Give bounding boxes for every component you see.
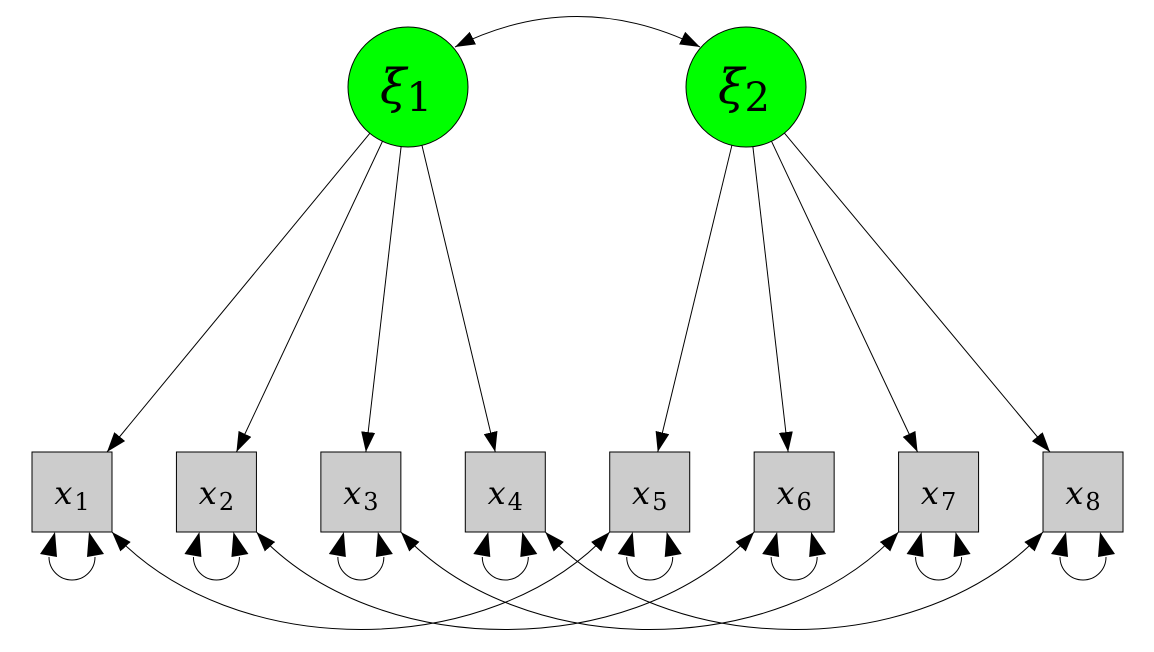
loop-arc <box>481 556 529 581</box>
loop-arc <box>770 556 818 581</box>
observed-subscript: 2 <box>219 488 234 516</box>
observed-box <box>31 451 113 533</box>
latent-symbol: ξ <box>718 59 747 115</box>
loading-arrow-xi2-x5 <box>655 145 733 453</box>
error-variance-loop-x8 <box>1051 532 1116 581</box>
loop-arc <box>192 556 240 581</box>
observed-symbol: x <box>776 474 794 512</box>
error-variance-loop-x1 <box>40 532 104 581</box>
observed-box <box>1042 451 1124 533</box>
error-covariance-arc-x4-x8 <box>544 531 1044 630</box>
loading-arrow-xi1-x3 <box>361 146 402 453</box>
loading-arrow-xi2-x8 <box>784 132 1051 453</box>
error-variance-loop-x2 <box>184 532 249 581</box>
observed-symbol: x <box>343 474 361 512</box>
loop-arrowhead-right <box>1098 532 1116 557</box>
loop-arrowhead-left <box>906 532 924 557</box>
observed-label: x1 <box>54 474 89 516</box>
loop-arrowhead-right <box>664 532 682 557</box>
observed-subscript: 3 <box>363 488 378 516</box>
error-variance-loop-x6 <box>762 532 827 581</box>
observed-symbol: x <box>632 474 650 512</box>
observed-box <box>753 451 835 533</box>
observed-node-x7: x7 <box>898 451 980 533</box>
observed-node-x3: x3 <box>320 451 402 533</box>
loop-arrowhead-right <box>87 532 104 557</box>
observed-label: x7 <box>921 474 956 516</box>
loading-arrow-xi1-x2 <box>235 141 383 453</box>
observed-box <box>898 451 980 533</box>
latent-circle <box>685 26 807 148</box>
loop-arrowhead-left <box>184 532 202 557</box>
loop-arc <box>626 556 674 581</box>
loop-arrowhead-right <box>231 532 249 557</box>
latent-label: ξ2 <box>718 59 770 121</box>
loading-arrow-xi2-x6 <box>752 146 793 453</box>
observed-subscript: 5 <box>652 488 667 516</box>
observed-subscript: 4 <box>508 488 523 516</box>
loop-arc <box>48 556 96 581</box>
observed-subscript: 1 <box>74 488 89 516</box>
observed-node-x1: x1 <box>31 451 113 533</box>
observed-label: x8 <box>1065 474 1100 516</box>
error-covariance-arc-x1-x5 <box>111 531 611 630</box>
latent-circle <box>347 26 469 148</box>
observed-subscript: 8 <box>1085 488 1100 516</box>
error-covariance-arc-x3-x7 <box>400 531 899 630</box>
loading-arrow-xi2-x7 <box>771 141 919 453</box>
observed-node-x8: x8 <box>1042 451 1124 533</box>
loop-arrowhead-left <box>473 532 491 557</box>
observed-symbol: x <box>921 474 939 512</box>
loop-arrowhead-right <box>809 532 827 557</box>
observed-label: x3 <box>343 474 378 516</box>
error-covariance-arc-x2-x6 <box>256 531 755 630</box>
observed-label: x5 <box>632 474 667 516</box>
latent-symbol: ξ <box>380 59 409 115</box>
loop-arrowhead-left <box>1051 532 1069 557</box>
loading-arrow-xi1-x4 <box>421 145 498 453</box>
loop-arrowhead-right <box>375 532 393 557</box>
latent-subscript: 2 <box>744 75 769 121</box>
observed-node-x6: x6 <box>753 451 835 533</box>
observed-box <box>464 451 546 533</box>
observed-box <box>609 451 691 533</box>
observed-box <box>175 451 257 533</box>
observed-symbol: x <box>199 474 217 512</box>
loop-arc <box>915 556 963 581</box>
observed-box <box>320 451 402 533</box>
observed-label: x4 <box>488 474 523 516</box>
loop-arrowhead-left <box>617 532 635 557</box>
latent-node-xi2: ξ2 <box>685 26 807 148</box>
observed-subscript: 6 <box>797 488 812 516</box>
error-variance-loop-x7 <box>906 532 971 581</box>
observed-node-x4: x4 <box>464 451 546 533</box>
observed-label: x6 <box>776 474 811 516</box>
latent-subscript: 1 <box>406 75 431 121</box>
loop-arc <box>1059 556 1107 581</box>
loop-arrowhead-right <box>953 532 971 557</box>
error-variance-loop-x4 <box>473 532 538 581</box>
observed-subscript: 7 <box>941 488 956 516</box>
observed-symbol: x <box>488 474 506 512</box>
loop-arrowhead-right <box>520 532 538 557</box>
loop-arrowhead-left <box>40 532 57 557</box>
latent-label: ξ1 <box>380 59 432 121</box>
observed-symbol: x <box>1065 474 1083 512</box>
loop-arrowhead-left <box>762 532 780 557</box>
loop-arrowhead-left <box>328 532 346 557</box>
edges-layer <box>40 16 1116 630</box>
loop-arc <box>337 556 385 581</box>
observed-label: x2 <box>199 474 234 516</box>
error-variance-loop-x5 <box>617 532 682 581</box>
latent-covariance-arc-xi1-xi2 <box>454 16 701 48</box>
observed-node-x2: x2 <box>175 451 257 533</box>
latent-node-xi1: ξ1 <box>347 26 469 148</box>
observed-symbol: x <box>54 474 72 512</box>
loading-arrow-xi1-x1 <box>106 132 371 453</box>
observed-node-x5: x5 <box>609 451 691 533</box>
error-variance-loop-x3 <box>328 532 393 581</box>
